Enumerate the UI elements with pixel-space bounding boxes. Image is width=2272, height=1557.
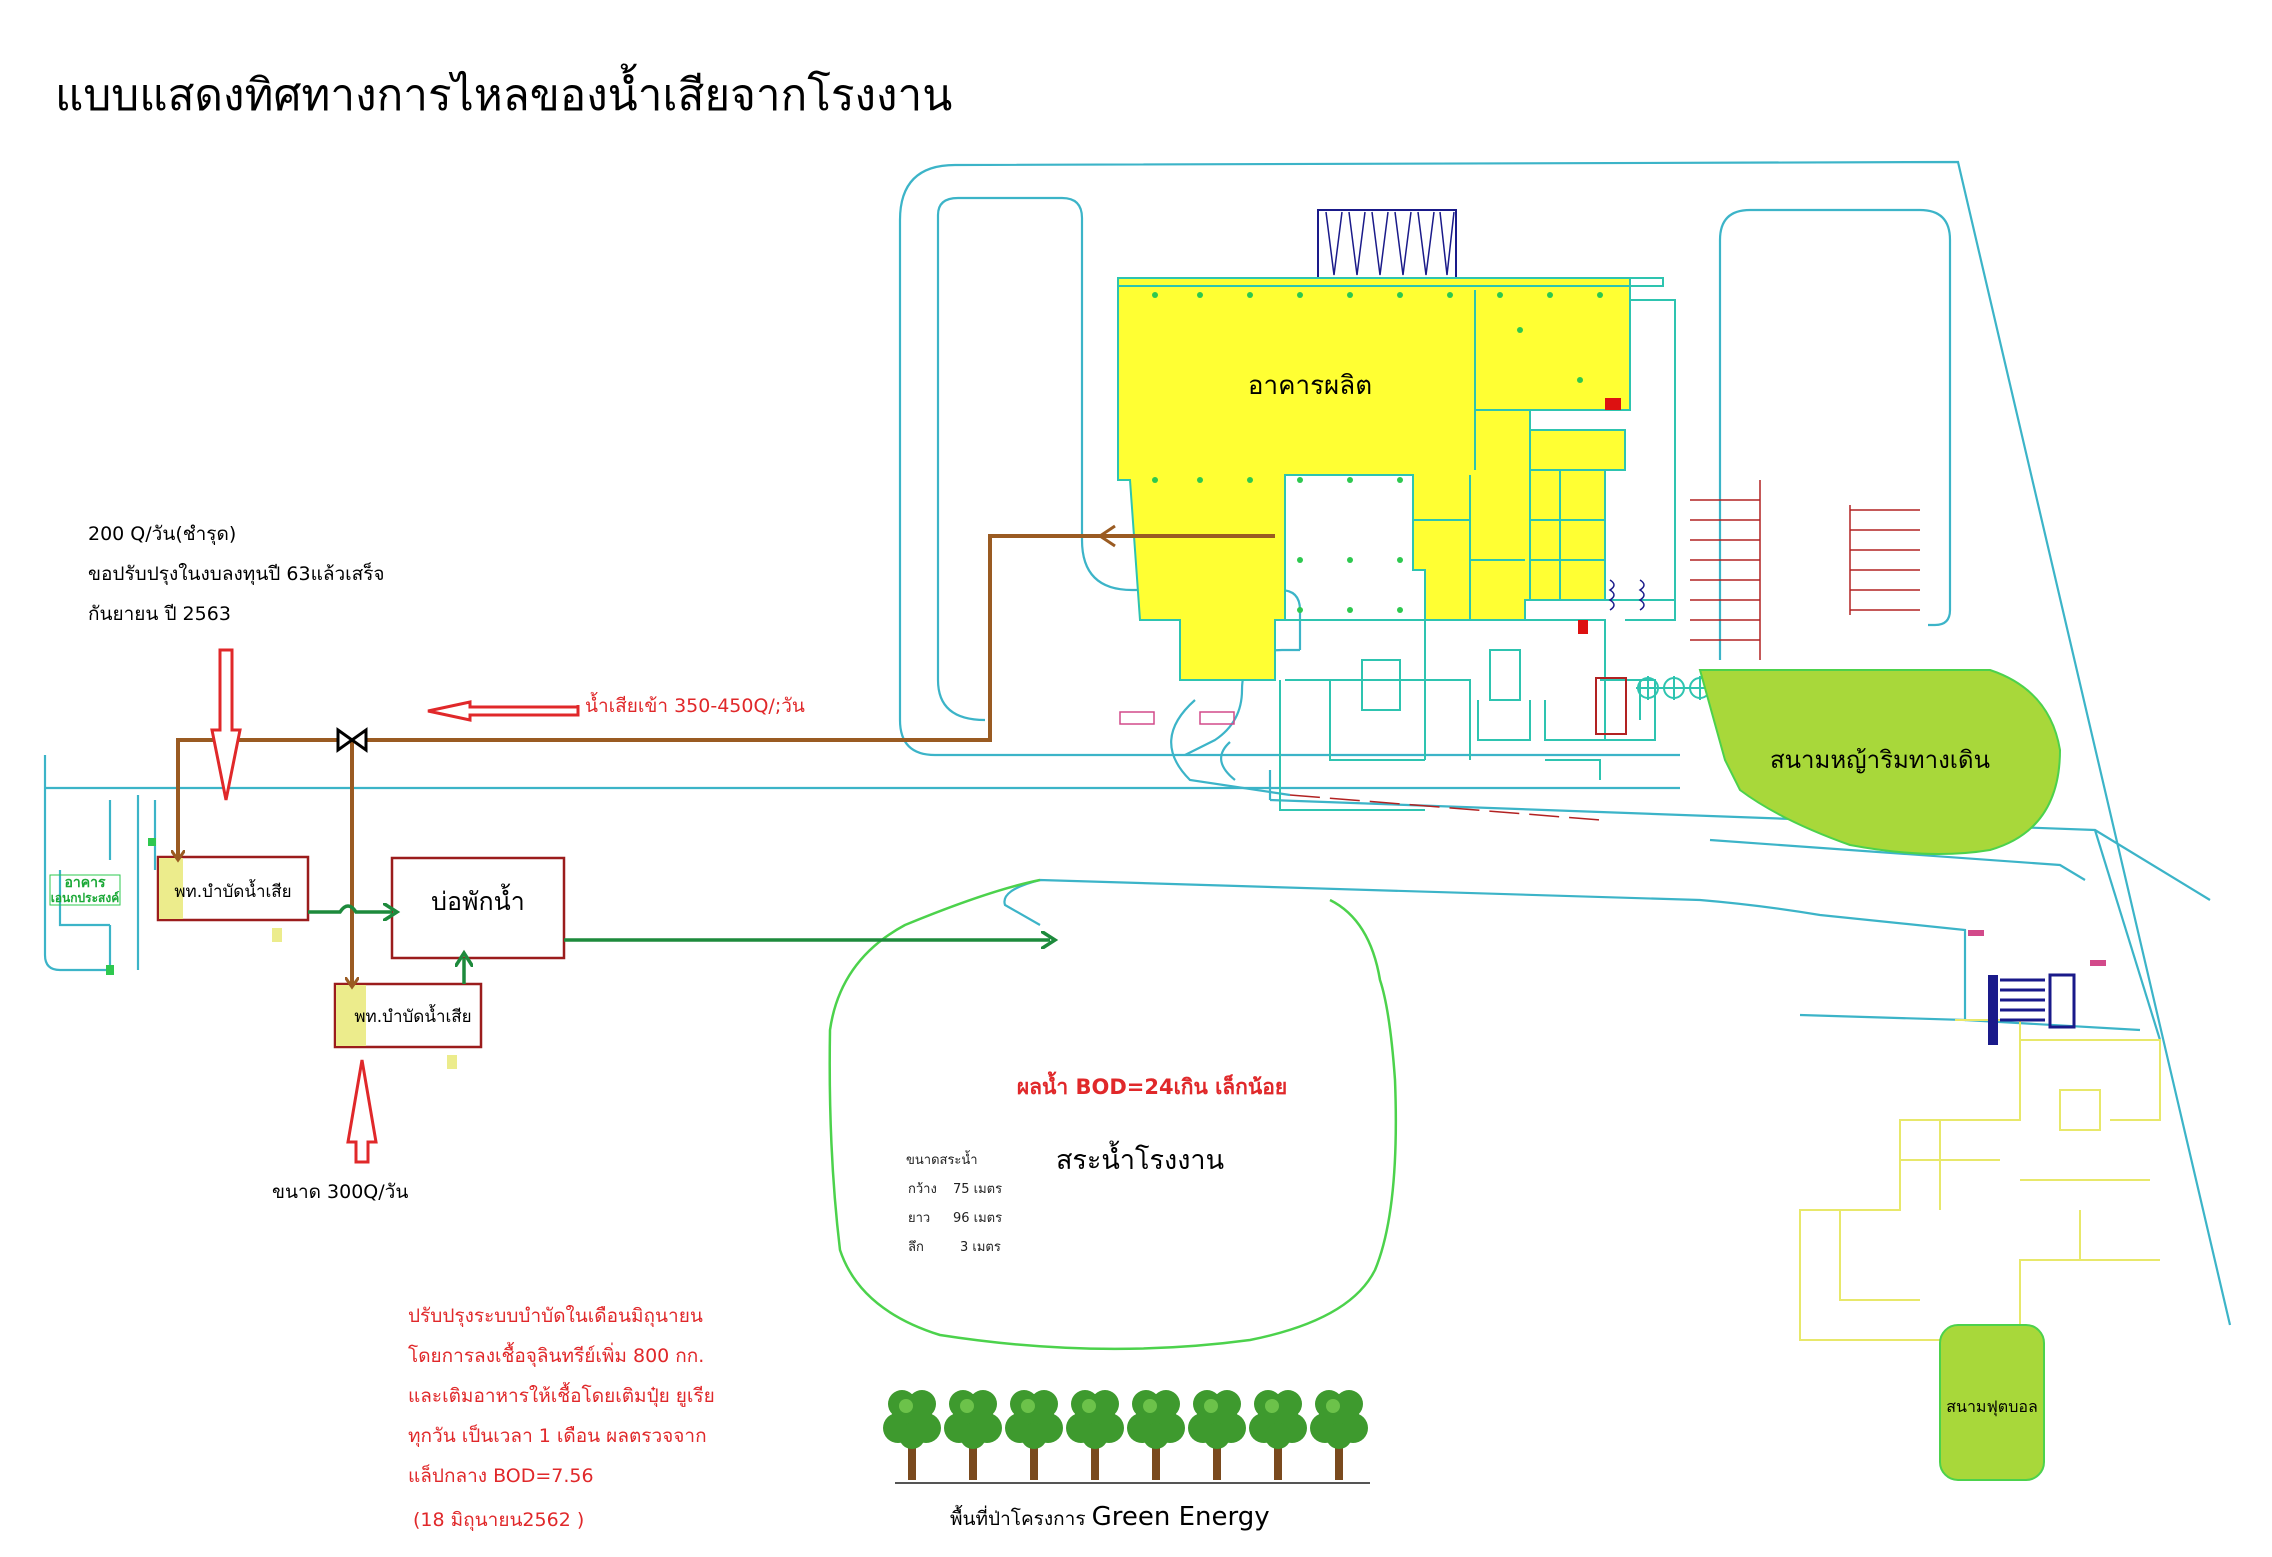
note-top-line-1: 200 Q/วัน(ชำรุด) bbox=[88, 523, 236, 546]
improve-line-3: และเติมอาหารให้เชื้อโดยเติมปุ๋ย ยูเรีย bbox=[408, 1382, 715, 1408]
improve-line-1: ปรับปรุงระบบบำบัดในเดือนมิถุนายน bbox=[408, 1305, 703, 1328]
page-title: แบบแสดงทิศทางการไหลของน้ำเสียจากโรงงาน bbox=[55, 63, 952, 121]
pond-result-label: ผลน้ำ BOD=24เกิน เล็กน้อย bbox=[1017, 1071, 1287, 1099]
production-building: อาคารผลิต bbox=[1117, 209, 1740, 811]
tree-icon bbox=[1249, 1390, 1307, 1480]
tree-icon bbox=[944, 1390, 1002, 1480]
road-network bbox=[43, 160, 2232, 1326]
small-building-label-2: เอนกประสงค์ bbox=[51, 891, 120, 905]
valve-icon bbox=[336, 727, 368, 753]
green-energy-suffix: Green Energy bbox=[1092, 1502, 1270, 1532]
pond-length-value: 96 เมตร bbox=[953, 1211, 1002, 1226]
pond-label: สระน้ำโรงงาน bbox=[1056, 1140, 1224, 1176]
green-energy-prefix: พื้นที่ป่าโครงการ bbox=[950, 1505, 1092, 1530]
note-top-line-2: ขอปรับปรุงในงบลงทุนปี 63แล้วเสร็จ bbox=[88, 561, 385, 586]
note-top-line-3: กันยายน ปี 2563 bbox=[88, 603, 231, 625]
gate-detail bbox=[1968, 930, 2106, 1045]
improvement-note: ปรับปรุงระบบบำบัดในเดือนมิถุนายน โดยการล… bbox=[408, 1305, 715, 1532]
rest-pond-label: บ่อพักน้ำ bbox=[431, 883, 525, 916]
pond-depth-label: ลึก bbox=[908, 1240, 924, 1255]
green-energy-label: พื้นที่ป่าโครงการ Green Energy bbox=[950, 1502, 1270, 1532]
improve-line-5: แล็ปกลาง BOD=7.56 bbox=[408, 1463, 594, 1487]
parking-hatch bbox=[1289, 480, 1920, 821]
lawn-area bbox=[1698, 669, 2062, 855]
small-building-label: อาคาร bbox=[64, 875, 105, 891]
pond-length-label: ยาว bbox=[908, 1211, 930, 1226]
pond-size-title: ขนาดสระน้ำ bbox=[906, 1150, 978, 1168]
improve-line-4: ทุกวัน เป็นเวลา 1 เดือน ผลตรวจจาก bbox=[408, 1423, 707, 1448]
rest-pond bbox=[390, 856, 566, 960]
football-field bbox=[1939, 1324, 2045, 1481]
red-arrows bbox=[210, 648, 580, 1164]
production-building-label: อาคารผลิต bbox=[1248, 371, 1372, 401]
small-building: อาคาร เอนกประสงค์ bbox=[49, 838, 156, 975]
tree-row bbox=[883, 1390, 1368, 1480]
improve-date: (18 มิถุนายน2562 ) bbox=[413, 1509, 584, 1532]
note-bottom: ขนาด 300Q/วัน bbox=[272, 1181, 408, 1203]
treatment-tank-1-label: พท.บำบัดน้ำเสีย bbox=[174, 879, 291, 902]
treated-water-flow bbox=[308, 906, 1050, 984]
tree-icon bbox=[1310, 1390, 1368, 1480]
pipe-arrow-left bbox=[1097, 524, 1116, 548]
improve-line-2: โดยการลงเชื้อจุลินทรีย์เพิ่ม 800 กก. bbox=[408, 1342, 704, 1368]
inflow-label: น้ำเสียเข้า 350-450Q/;วัน bbox=[585, 692, 805, 717]
gate-markers bbox=[1119, 711, 1235, 725]
tree-icon bbox=[1127, 1390, 1185, 1480]
pond-width-value: 75 เมตร bbox=[953, 1182, 1002, 1197]
note-top: 200 Q/วัน(ชำรุด) ขอปรับปรุงในงบลงทุนปี 6… bbox=[88, 523, 385, 625]
wastewater-pipes bbox=[178, 534, 1275, 984]
pond-depth-value: 3 เมตร bbox=[960, 1240, 1001, 1255]
tree-icon bbox=[1005, 1390, 1063, 1480]
treatment-tank-2-label: พท.บำบัดน้ำเสีย bbox=[354, 1004, 471, 1027]
pond-width-label: กว้าง bbox=[908, 1182, 937, 1197]
tree-icon bbox=[883, 1390, 941, 1480]
parking-outlines bbox=[1799, 1019, 2161, 1341]
lawn-label: สนามหญ้าริมทางเดิน bbox=[1770, 746, 1990, 774]
factory-pond bbox=[828, 878, 1398, 1351]
football-field-label: สนามฟุตบอล bbox=[1946, 1397, 2038, 1417]
tree-icon bbox=[1066, 1390, 1124, 1480]
pond-size-table: ขนาดสระน้ำ กว้าง 75 เมตร ยาว 96 เมตร ลึก… bbox=[906, 1150, 1002, 1255]
tree-icon bbox=[1188, 1390, 1246, 1480]
